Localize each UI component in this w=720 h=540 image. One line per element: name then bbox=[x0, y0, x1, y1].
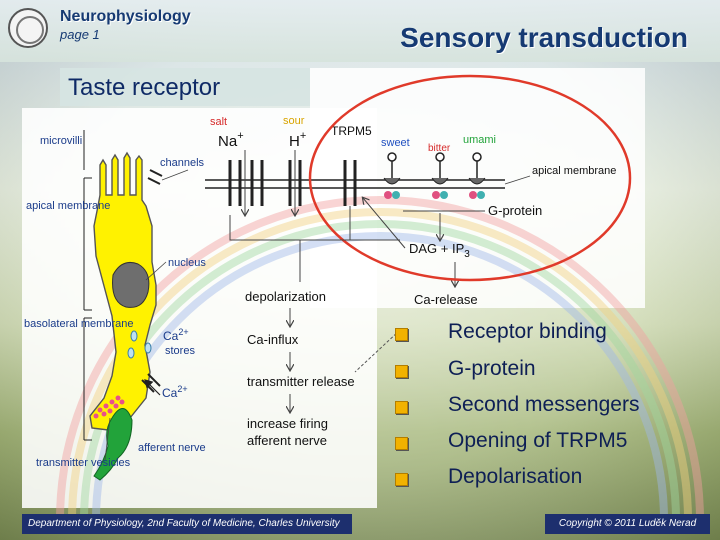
page-label: page 1 bbox=[60, 27, 100, 42]
transmitter-vesicles bbox=[93, 395, 125, 419]
bullet-square-icon bbox=[395, 328, 408, 341]
na-sup: + bbox=[237, 130, 243, 142]
label-stores: stores bbox=[165, 345, 195, 357]
ca-stores-sup: 2+ bbox=[178, 327, 188, 337]
label-ca-stores: Ca2+ bbox=[163, 327, 189, 343]
label-ca-influx: Ca-influx bbox=[247, 332, 299, 347]
highlight-ellipse bbox=[308, 74, 632, 282]
step-item: Depolarisation bbox=[395, 465, 695, 495]
footer: Department of Physiology, 2nd Faculty of… bbox=[0, 510, 720, 540]
label-apical-line1: apical membrane bbox=[26, 200, 110, 212]
nucleus-pointer bbox=[145, 261, 167, 281]
label-bitter: bitter bbox=[428, 143, 451, 154]
label-basolateral: basolateral membrane bbox=[24, 318, 133, 330]
label-trpm5: TRPM5 bbox=[331, 124, 372, 138]
channel-collector bbox=[229, 215, 400, 282]
label-afferent-nerve: afferent nerve bbox=[138, 442, 206, 454]
label-ca: Ca2+ bbox=[162, 384, 188, 400]
bullet-square-icon bbox=[395, 437, 408, 450]
h-sup: + bbox=[300, 130, 306, 142]
apical-channel bbox=[147, 169, 163, 185]
label-transmitter-vesicles: transmitter vesicles bbox=[36, 457, 131, 469]
umami-receptor bbox=[468, 152, 486, 199]
h-ion: H bbox=[289, 133, 300, 150]
label-dag: DAG + IP3 bbox=[409, 241, 470, 260]
label-ca-release: Ca-release bbox=[414, 292, 478, 307]
label-sweet: sweet bbox=[381, 137, 410, 149]
label-nucleus: nucleus bbox=[168, 257, 206, 269]
footer-copyright: Copyright © 2011 Luděk Nerad bbox=[545, 514, 710, 534]
step-text: Depolarisation bbox=[448, 465, 583, 488]
rainbow-arc-red bbox=[56, 196, 704, 521]
ca-stores-ion: Ca bbox=[163, 329, 179, 343]
sour-channel bbox=[288, 160, 302, 206]
section-title: Taste receptor bbox=[68, 74, 221, 101]
step-text: Receptor binding bbox=[448, 320, 607, 343]
ca-store bbox=[144, 342, 152, 354]
cell-nucleus bbox=[112, 261, 150, 308]
bitter-receptor bbox=[431, 152, 449, 199]
channels-pointer bbox=[161, 169, 189, 181]
step-item: G-protein bbox=[395, 357, 695, 387]
bullet-square-icon bbox=[395, 365, 408, 378]
ca-influx-arrow bbox=[144, 379, 161, 396]
bullet-square-icon bbox=[395, 401, 408, 414]
ca-release-dashed-arrow bbox=[354, 329, 401, 373]
afferent-nerve bbox=[93, 408, 133, 481]
sweet-receptor bbox=[383, 152, 401, 199]
university-logo bbox=[8, 8, 48, 48]
label-microvilli: microvilli bbox=[40, 135, 82, 147]
apical-bracket bbox=[83, 177, 92, 311]
step-item: Second messengers bbox=[395, 393, 695, 423]
bullet-square-icon bbox=[395, 473, 408, 486]
section-title-bar bbox=[60, 68, 310, 106]
label-apical-right: apical membrane bbox=[532, 165, 616, 177]
dag-text: DAG + IP bbox=[409, 241, 464, 256]
apical-right-pointer bbox=[504, 175, 531, 185]
step-text: Second messengers bbox=[448, 393, 640, 416]
label-afferent-flow: afferent nerve bbox=[247, 433, 327, 448]
label-sour: sour bbox=[283, 115, 305, 127]
label-na: Na+ bbox=[218, 130, 244, 150]
label-transmitter-release: transmitter release bbox=[247, 374, 355, 389]
ca-ion: Ca bbox=[162, 386, 178, 400]
ca-sup: 2+ bbox=[177, 384, 187, 394]
header-band bbox=[0, 0, 720, 62]
label-salt: salt bbox=[210, 116, 227, 128]
label-channels: channels bbox=[160, 157, 205, 169]
ca-store bbox=[130, 330, 138, 342]
label-apical-membrane: apical membrane bbox=[26, 200, 110, 212]
trpm5-channel bbox=[343, 160, 357, 206]
ca-store bbox=[127, 347, 135, 359]
vesicles-pointer bbox=[104, 417, 111, 461]
step-item: Receptor binding bbox=[395, 320, 695, 350]
step-item: Opening of TRPM5 bbox=[395, 429, 695, 459]
course-title: Neurophysiology bbox=[60, 8, 191, 25]
basolateral-bracket bbox=[83, 317, 92, 441]
dag-sub: 3 bbox=[464, 249, 470, 260]
na-ion: Na bbox=[218, 133, 238, 150]
label-umami: umami bbox=[463, 134, 496, 146]
label-increase-firing: increase firing bbox=[247, 416, 328, 431]
label-h: H+ bbox=[289, 130, 306, 150]
step-text: Opening of TRPM5 bbox=[448, 429, 628, 452]
step-text: G-protein bbox=[448, 357, 536, 380]
label-depolarization: depolarization bbox=[245, 289, 326, 304]
rainbow-arc-yellow bbox=[68, 208, 692, 521]
label-g-protein: G-protein bbox=[488, 203, 542, 218]
salt-channel bbox=[228, 160, 264, 206]
footer-department: Department of Physiology, 2nd Faculty of… bbox=[22, 514, 352, 534]
slide-title: Sensory transduction bbox=[400, 22, 688, 53]
